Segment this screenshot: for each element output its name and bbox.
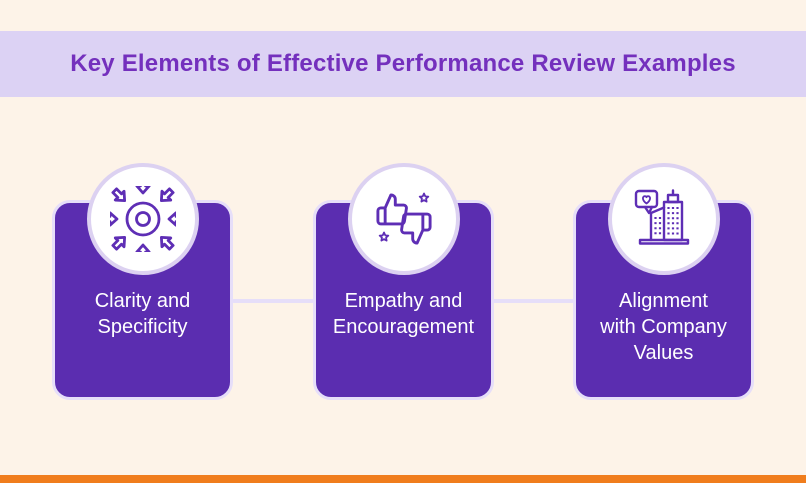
card-label-line: Empathy and: [344, 290, 463, 312]
bottom-accent-bar: [0, 475, 806, 483]
title-band: Key Elements of Effective Performance Re…: [0, 31, 806, 97]
card-label-line: Alignment: [619, 290, 708, 312]
card-alignment-with-company-values: Alignment with Company Values: [573, 163, 754, 400]
card-connector-line-2: [492, 299, 574, 303]
page-title: Key Elements of Effective Performance Re…: [70, 50, 736, 77]
icon-badge: [86, 163, 199, 275]
card-empathy-and-encouragement: Empathy and Encouragement: [313, 163, 494, 400]
card-label-line: Encouragement: [332, 316, 475, 338]
card-label-line: Values: [633, 342, 694, 364]
card-label-line: Clarity and: [94, 290, 191, 312]
double-thumbs-up-icon: [375, 192, 432, 245]
icon-badge: [607, 163, 720, 275]
card-label: Empathy and Encouragement: [316, 288, 491, 340]
icon-badge: [347, 163, 460, 275]
card-clarity-and-specificity: Clarity and Specificity: [52, 163, 233, 400]
focus-arrows-icon: [109, 186, 176, 252]
card-connector-line-1: [232, 299, 314, 303]
card-label: Clarity and Specificity: [55, 288, 230, 340]
card-label-line: Specificity: [97, 316, 188, 338]
office-buildings-heart-icon: [634, 189, 689, 245]
card-label: Alignment with Company Values: [576, 288, 751, 366]
card-label-line: with Company: [600, 316, 727, 338]
